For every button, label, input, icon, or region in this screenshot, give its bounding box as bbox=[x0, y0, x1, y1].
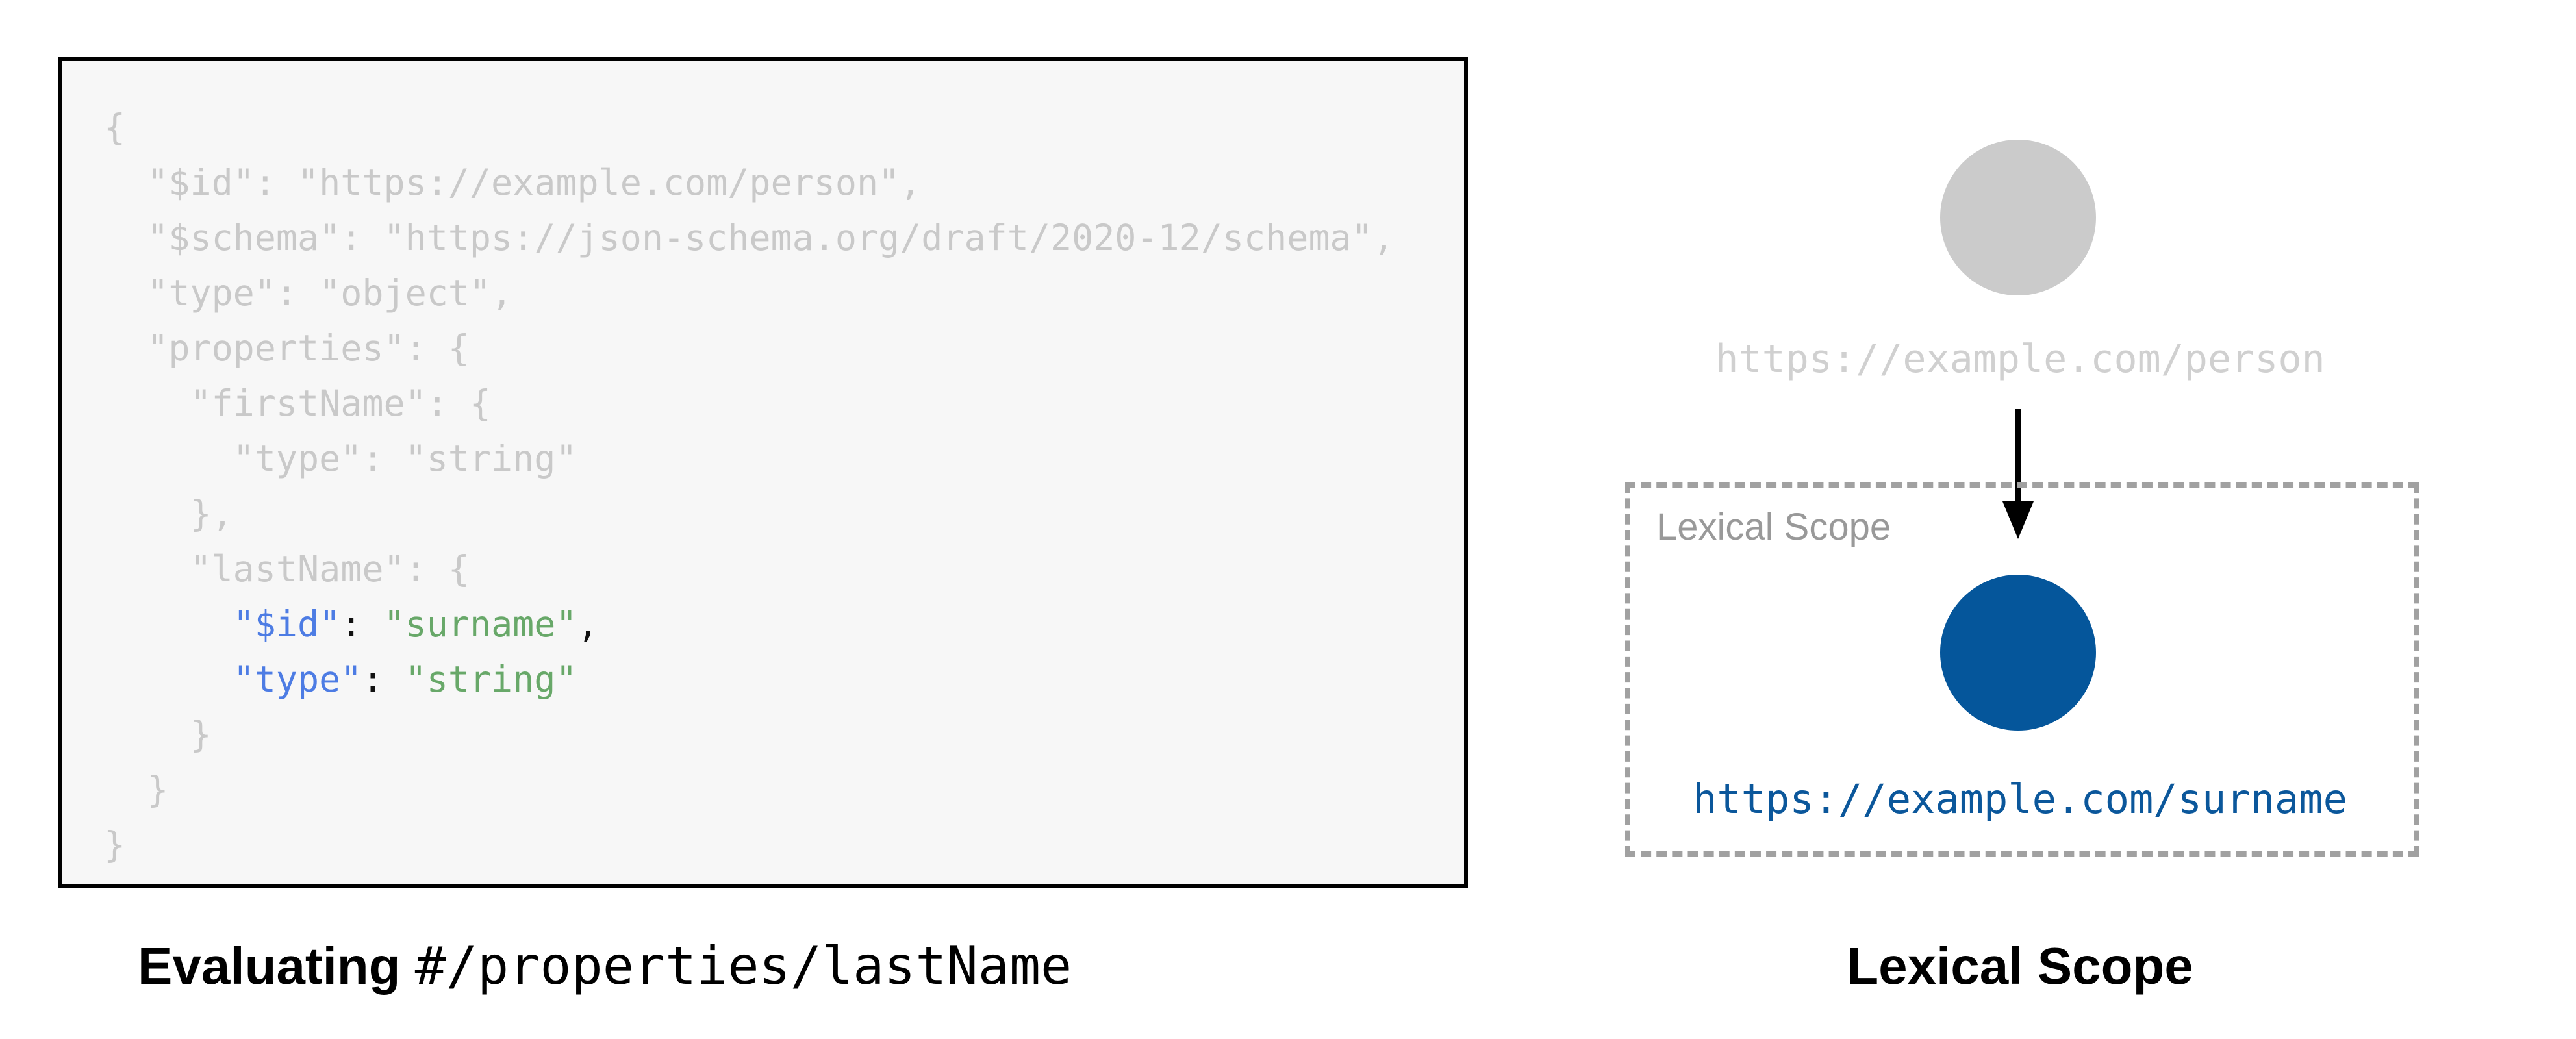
code-line: "type": "string" bbox=[233, 658, 577, 700]
code-line: "type": "object", bbox=[104, 272, 513, 314]
left-caption: Evaluating #/properties/lastName bbox=[138, 934, 1072, 999]
code-line: "firstName": { bbox=[104, 382, 492, 424]
left-caption-json-pointer: #/properties/lastName bbox=[414, 936, 1072, 996]
code-line: "lastName": { bbox=[104, 548, 470, 590]
schema-code-block: { "$id": "https://example.com/person", "… bbox=[104, 100, 1458, 873]
parent-schema-node-circle bbox=[1940, 140, 2096, 295]
arrow-down bbox=[2002, 409, 2034, 539]
code-line: }, bbox=[104, 493, 233, 534]
lexical-scope-box-label: Lexical Scope bbox=[1656, 506, 1891, 548]
code-line: "$id": "surname", bbox=[233, 603, 599, 645]
code-line: "type": "string" bbox=[104, 438, 577, 479]
code-line: "$schema": "https://json-schema.org/draf… bbox=[104, 217, 1395, 258]
code-line: } bbox=[104, 769, 169, 810]
code-line: } bbox=[104, 824, 126, 866]
right-caption: Lexical Scope bbox=[1847, 937, 2193, 995]
child-schema-uri-label: https://example.com/surname bbox=[1693, 775, 2347, 823]
code-line: "$id": "https://example.com/person", bbox=[104, 162, 922, 203]
lexical-scope-box: Lexical Scope bbox=[1625, 482, 2419, 857]
code-line: "properties": { bbox=[104, 327, 470, 369]
schema-code-panel: { "$id": "https://example.com/person", "… bbox=[58, 57, 1468, 888]
code-line: { bbox=[104, 106, 126, 148]
child-schema-node-circle bbox=[1940, 575, 2096, 731]
parent-schema-uri-label: https://example.com/person bbox=[1715, 336, 2325, 382]
left-caption-evaluating: Evaluating bbox=[138, 937, 415, 995]
code-line: } bbox=[104, 714, 212, 755]
